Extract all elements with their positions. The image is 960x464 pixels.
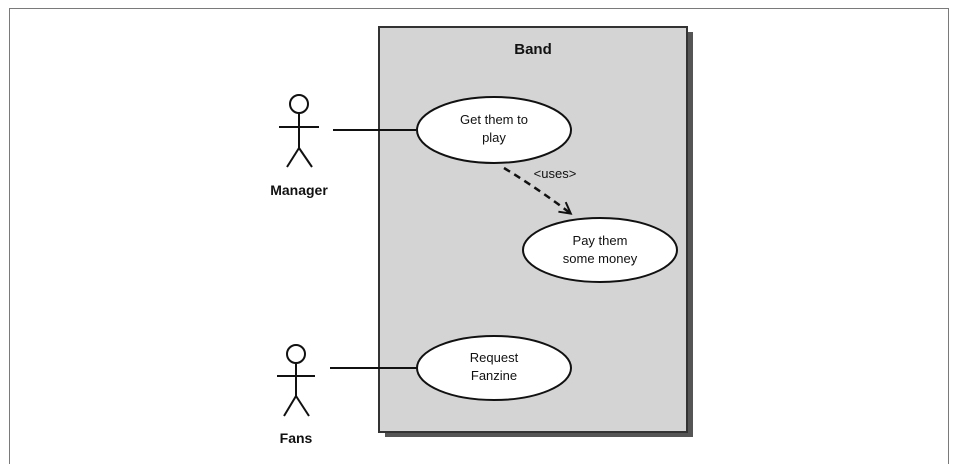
use-case-get-them-to-play: Get them to play	[416, 96, 572, 164]
use-case-get-them-to-play-line-2: play	[482, 130, 506, 145]
use-case-pay-them-some-money-shape	[522, 217, 678, 283]
actor-fans-head	[286, 344, 306, 364]
actor-manager	[279, 94, 319, 168]
actor-manager-head	[289, 94, 309, 114]
use-case-request-fanzine-shape	[416, 335, 572, 401]
uses-dependency-arrow	[503, 166, 570, 213]
actor-fans	[277, 344, 315, 417]
actor-fans-label: Fans	[280, 430, 313, 446]
actor-manager-left-leg	[286, 147, 300, 168]
use-case-pay-them-some-money: Pay them some money	[522, 217, 678, 283]
use-case-request-fanzine-line-2: Fanzine	[471, 368, 517, 383]
use-case-get-them-to-play-line-1: Get them to	[460, 112, 528, 127]
actor-fans-left-leg	[283, 395, 297, 417]
use-case-get-them-to-play-shape	[416, 96, 572, 164]
uses-dependency-label: <uses>	[534, 166, 577, 181]
actor-manager-label: Manager	[270, 182, 328, 198]
use-case-pay-them-some-money-line-1: Pay them	[573, 233, 628, 248]
actor-fans-right-leg	[295, 395, 310, 417]
actor-manager-right-leg	[298, 147, 313, 168]
system-name: Band	[514, 41, 552, 58]
use-case-pay-them-some-money-line-2: some money	[563, 251, 638, 266]
use-case-request-fanzine: Request Fanzine	[416, 335, 572, 401]
use-case-request-fanzine-line-1: Request	[470, 350, 519, 365]
